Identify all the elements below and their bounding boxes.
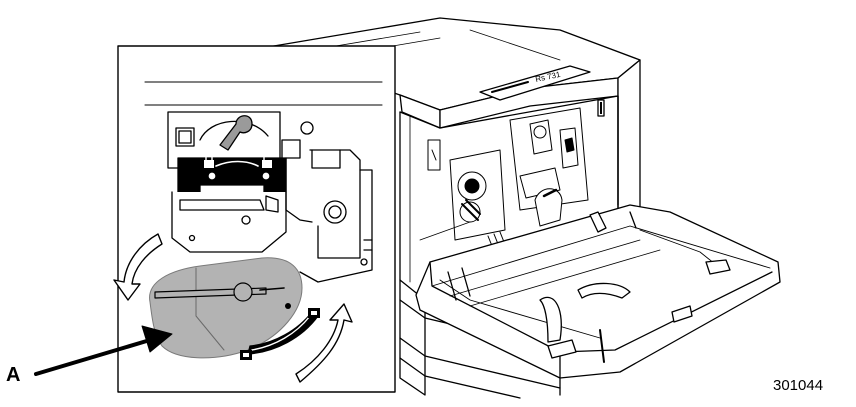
detail-inset bbox=[113, 45, 396, 393]
rotate-left-arrow-icon bbox=[113, 233, 163, 301]
lock-icon bbox=[204, 152, 214, 168]
callout-arrow-icon bbox=[34, 325, 173, 376]
rotate-arrow-icon bbox=[215, 160, 259, 167]
unlock-icon bbox=[308, 308, 320, 318]
printer-interior bbox=[419, 107, 589, 251]
callout-label: A bbox=[6, 364, 21, 386]
release-lever bbox=[219, 115, 253, 151]
figure-number: 301044 bbox=[773, 377, 824, 394]
lock-icon bbox=[240, 350, 252, 360]
printer-body: Rs 731 bbox=[261, 17, 641, 399]
control-panel: Rs 731 bbox=[479, 65, 591, 101]
unlock-icon bbox=[262, 152, 272, 168]
cartridge-housing bbox=[167, 111, 287, 253]
rotate-arrow-icon bbox=[240, 303, 353, 383]
front-door bbox=[415, 204, 781, 379]
right-mechanism bbox=[281, 121, 373, 283]
toner-cartridge bbox=[149, 257, 303, 359]
